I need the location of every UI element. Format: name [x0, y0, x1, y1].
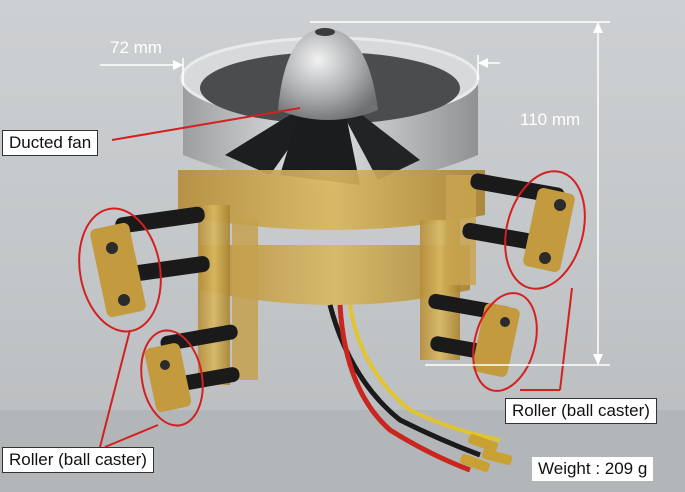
height-dim-arrow	[593, 22, 603, 33]
caster-plate	[90, 222, 146, 318]
spinner-tip	[315, 28, 335, 36]
lower-frame-ring	[200, 245, 470, 305]
caster-plate	[144, 343, 192, 412]
front-left-leg-inner	[232, 220, 258, 380]
standoff	[160, 324, 238, 351]
connector	[481, 448, 513, 466]
weight-label: Weight : 209 g	[532, 457, 654, 481]
ball-caster	[500, 317, 510, 327]
ball-caster	[118, 294, 130, 306]
leader-line-ducted-fan	[111, 107, 301, 141]
front-left-leg	[198, 205, 230, 385]
width-dimension-label: 72 mm	[110, 38, 162, 57]
connector	[468, 434, 498, 452]
height-dim-arrow	[593, 354, 603, 365]
caster-highlight-ellipse	[504, 170, 586, 290]
height-dimension-label: 110 mm	[520, 110, 581, 129]
ducted-fan-label: Ducted fan	[2, 130, 99, 156]
ball-caster	[160, 360, 170, 370]
ball-caster	[539, 252, 551, 264]
width-dim-arrow	[478, 58, 488, 68]
connector	[460, 454, 490, 472]
standoff	[115, 206, 205, 234]
wire-red	[337, 304, 471, 473]
fan-hub	[280, 110, 360, 185]
standoff	[118, 256, 210, 283]
leader-line-roller-left	[104, 424, 159, 448]
ball-caster	[554, 199, 566, 211]
spinner-cone	[278, 28, 378, 120]
wire-yellow	[348, 304, 501, 442]
leader-line-roller-right	[559, 287, 573, 391]
caster-highlight-ellipse	[140, 329, 204, 427]
upper-frame-ring	[178, 170, 485, 230]
caster-highlight-ellipse	[472, 292, 538, 392]
roller-label-left: Roller (ball caster)	[2, 447, 154, 473]
caster-highlight-ellipse	[78, 207, 162, 333]
roller-label-right: Roller (ball caster)	[505, 398, 657, 424]
leader-line-roller-left	[99, 329, 131, 448]
width-dim-arrow	[173, 60, 183, 70]
ball-caster	[106, 242, 118, 254]
